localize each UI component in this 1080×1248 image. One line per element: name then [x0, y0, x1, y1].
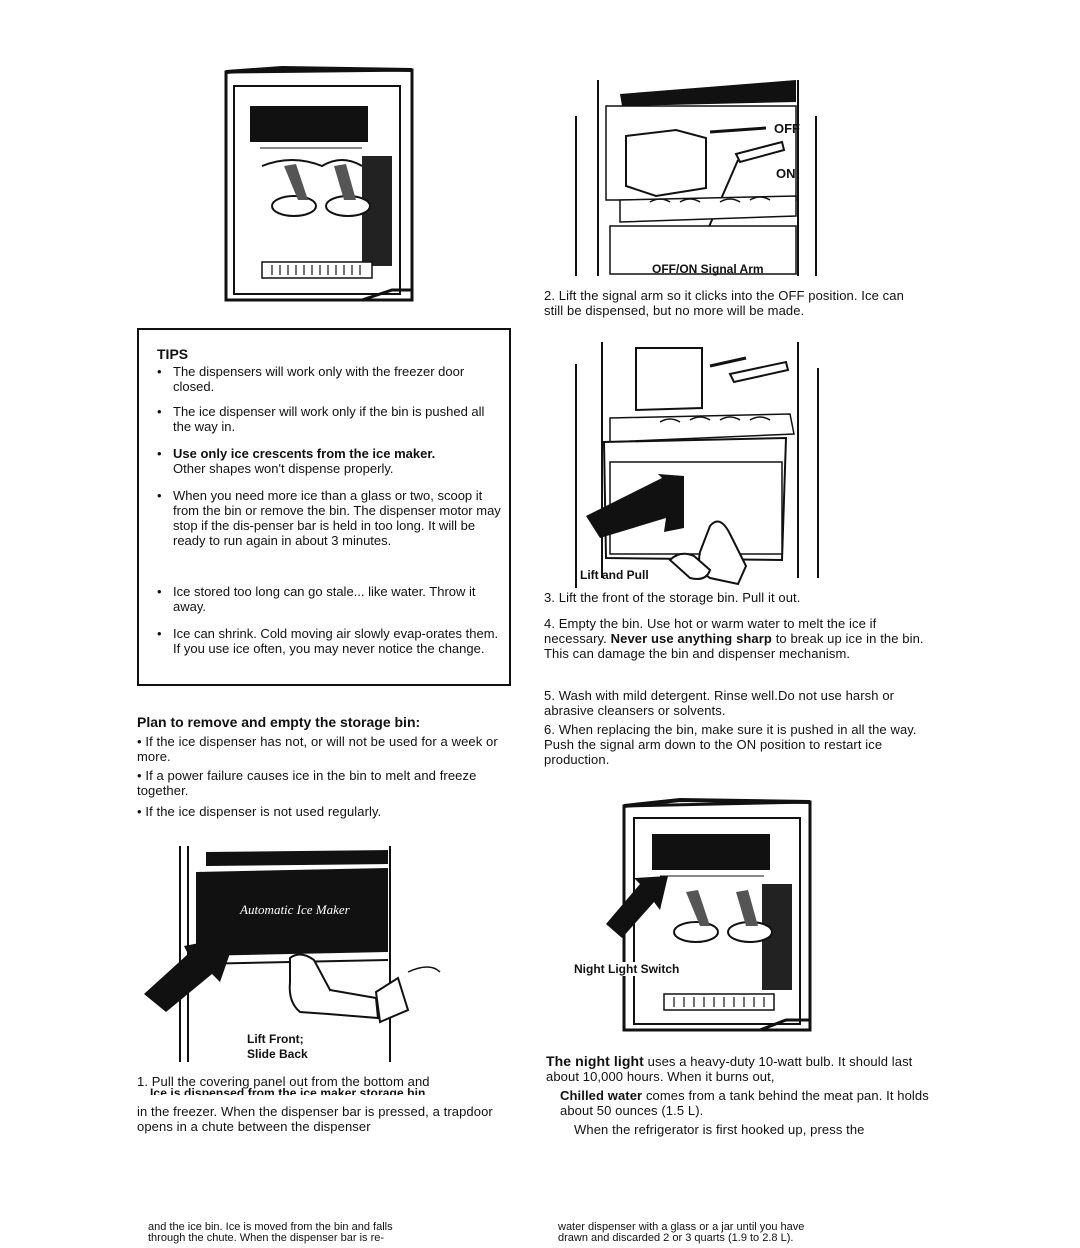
tip-item: • The dispensers will work only with the…: [157, 364, 465, 394]
bottom-right-line-1: water dispenser with a glass or a jar un…: [558, 1221, 805, 1233]
tips-box: TIPS • The dispensers will work only wit…: [137, 328, 511, 686]
bottom-left-line-2: through the chute. When the dispenser ba…: [148, 1232, 385, 1244]
tip-item: • The ice dispenser will work only if th…: [157, 404, 485, 434]
plan-heading: Plan to remove and empty the storage bin…: [137, 714, 421, 730]
bottom-right-line-2: drawn and discarded 2 or 3 quarts (1.9 t…: [558, 1232, 794, 1244]
tip-item: • Ice can shrink. Cold moving air slowly…: [157, 626, 499, 656]
step-4-text: 4. Empty the bin. Use hot or warm water …: [544, 616, 924, 661]
night-light-illustration: [606, 798, 812, 1032]
tips-title: TIPS: [157, 346, 189, 362]
tip-item: • Ice stored too long can go stale... li…: [157, 584, 476, 614]
plan-item: • If the ice dispenser has not, or will …: [137, 734, 498, 764]
step-3-text: 3. Lift the front of the storage bin. Pu…: [544, 590, 801, 605]
plan-item: • If a power failure causes ice in the b…: [137, 768, 477, 798]
step-5-text: 5. Wash with mild detergent. Rinse well.…: [544, 688, 895, 718]
step-1-text: 1. Pull the covering panel out from the …: [137, 1074, 430, 1089]
plan-item: • If the ice dispenser is not used regul…: [137, 804, 382, 819]
panel-label: Automatic Ice Maker: [239, 902, 351, 917]
lift-pull-caption: Lift and Pull: [580, 568, 649, 582]
signal-arm-illustration: [575, 80, 817, 276]
step-2-text: 2. Lift the signal arm so it clicks into…: [544, 288, 904, 318]
storage-bin-illustration: [575, 342, 819, 588]
slide-back-caption: Slide Back: [247, 1047, 308, 1061]
on-label: ON: [776, 166, 796, 181]
ice-maker-panel-illustration: Automatic Ice Maker: [144, 846, 441, 1062]
tip-item: • Use only ice crescents from the ice ma…: [157, 446, 436, 476]
dispenser-illustration: [224, 66, 414, 302]
step-1-continued: in the freezer. When the dispenser bar i…: [137, 1104, 493, 1134]
chilled-water-text: Chilled water comes from a tank behind t…: [560, 1088, 929, 1118]
night-light-switch-caption: Night Light Switch: [572, 962, 682, 976]
step-6-text: 6. When replacing the bin, make sure it …: [544, 722, 917, 767]
bottom-left-line-1: and the ice bin. Ice is moved from the b…: [148, 1221, 393, 1233]
tip-item: • When you need more ice than a glass or…: [157, 488, 501, 548]
signal-arm-caption: OFF/ON Signal Arm: [652, 262, 764, 276]
first-hooked-up-text: When the refrigerator is first hooked up…: [574, 1122, 865, 1137]
night-light-text: The night light uses a heavy-duty 10-wat…: [546, 1053, 913, 1085]
lift-front-caption: Lift Front;: [247, 1032, 304, 1046]
step-1-cut-line: Ice is dispensed from the ice maker stor…: [150, 1087, 426, 1095]
off-label: OFF: [774, 121, 800, 136]
